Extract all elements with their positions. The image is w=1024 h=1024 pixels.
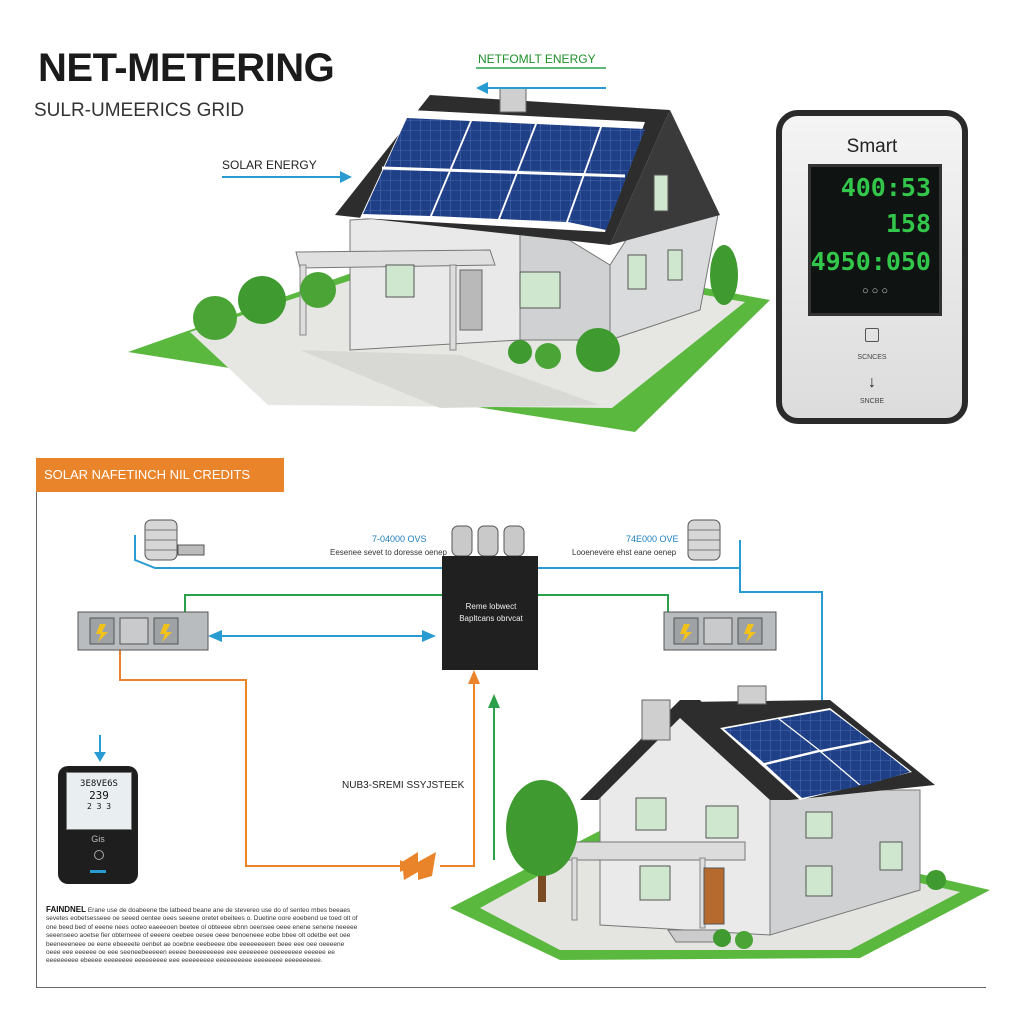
section-title: SOLAR NAFETINCH NIL CREDITS xyxy=(44,467,251,482)
bottom-tree xyxy=(506,780,946,949)
small-meter-indicator xyxy=(90,870,106,873)
right-flow-value: 74E000 OVE xyxy=(626,534,679,544)
smart-meter: Smart 400:53 158 4950:050 ○ ○ ○ SCNCES ↓… xyxy=(776,110,968,424)
notes-block: FAINDNEL Erane use de doabeene tbe latbe… xyxy=(46,906,358,982)
small-meter-button-icon[interactable] xyxy=(94,850,104,860)
right-substation xyxy=(663,611,777,651)
right-flow-caption: Looenevere ehst eane oenep xyxy=(572,548,677,557)
meter-reading-2: 158 xyxy=(885,209,931,238)
left-flow-value: 7-04000 OVS xyxy=(372,534,427,544)
lightning-icon xyxy=(402,852,436,880)
frame-divider-bottom xyxy=(36,987,986,988)
right-pole-transformer xyxy=(687,519,721,561)
meter-port-icon xyxy=(865,328,879,342)
solar-energy-label: SOLAR ENERGY xyxy=(222,158,317,172)
meter-reading-1: 400:53 xyxy=(840,173,931,202)
smart-meter-brand: Smart xyxy=(846,136,898,157)
junction-box-label-2: Bapltcans obrvcat xyxy=(459,614,523,623)
left-substation xyxy=(77,611,209,651)
top-solar-array xyxy=(360,110,645,232)
small-meter-line-2: 239 xyxy=(89,789,109,802)
system-label: NUB3-SREMI SSYJSTEEK xyxy=(342,780,465,791)
small-meter-display: 3E8VE6S 239 2 3 3 xyxy=(66,772,132,830)
down-arrow-icon: ↓ xyxy=(868,374,876,391)
small-meter-line-3: 2 3 3 xyxy=(86,802,112,811)
left-flow-caption: Eesenee sevet to doresse oenep xyxy=(330,548,447,557)
smart-meter-display: 400:53 158 4950:050 ○ ○ ○ xyxy=(808,164,942,316)
grid-wires xyxy=(94,535,823,872)
small-meter-caption: Gis xyxy=(91,834,105,844)
net-energy-label: NETFOMLT ENERGY xyxy=(478,52,596,66)
small-meter-line-1: 3E8VE6S xyxy=(80,779,118,789)
section-banner: SOLAR NAFETINCH NIL CREDITS xyxy=(36,458,284,492)
meter-sub-label-2: SNCBE xyxy=(859,398,885,405)
notes-text: Erane use de doabeene tbe latbeed beane … xyxy=(46,907,358,965)
meter-reading-3: 4950:050 xyxy=(810,247,931,276)
frame-divider-left xyxy=(36,492,37,988)
meter-buttons[interactable]: ○ ○ ○ xyxy=(861,285,889,297)
left-pole-transformer xyxy=(144,519,205,561)
page-title: NET-METERING xyxy=(38,46,335,90)
junction-box xyxy=(442,525,538,670)
bottom-solar-array xyxy=(720,708,912,800)
junction-box-label-1: Reme lobwect xyxy=(465,602,517,611)
small-meter: 3E8VE6S 239 2 3 3 Gis xyxy=(58,766,138,884)
meter-sub-label-1: SCNCES xyxy=(857,354,887,361)
top-flow-arrows xyxy=(222,67,606,183)
page-subtitle: SULR-UMEERICS GRID xyxy=(34,100,245,121)
notes-heading: FAINDNEL xyxy=(46,906,86,914)
top-shrubs xyxy=(193,245,738,372)
